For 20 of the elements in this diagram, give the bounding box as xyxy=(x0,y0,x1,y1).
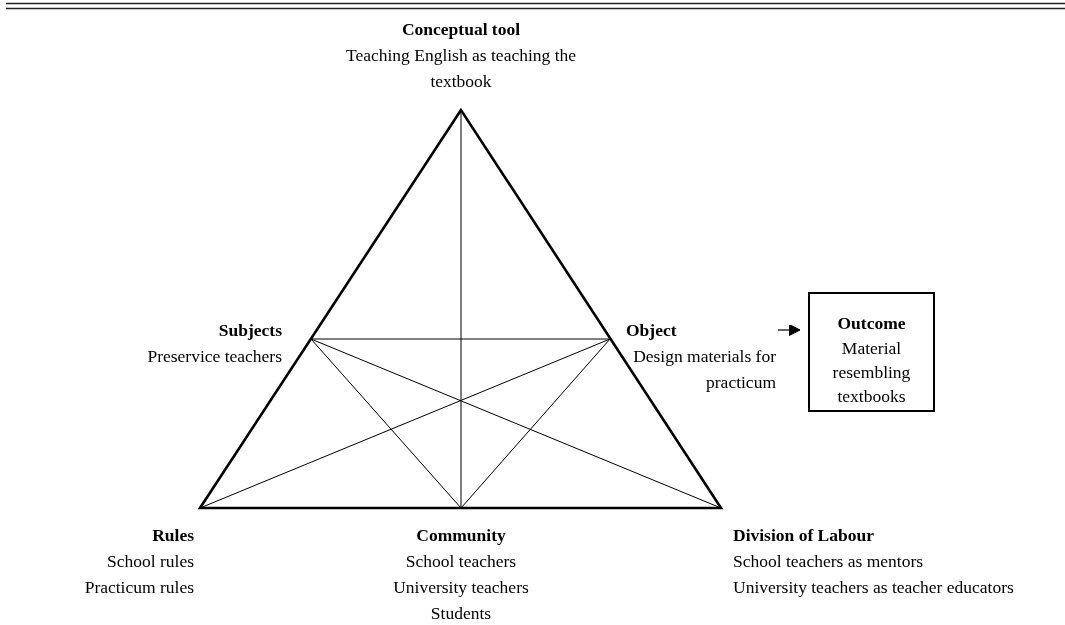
node-text: University teachers xyxy=(392,576,530,599)
node-heading: Rules xyxy=(151,524,194,547)
node-heading: Division of Labour xyxy=(733,524,875,547)
outcome-box xyxy=(808,292,935,412)
node-text: Practicum rules xyxy=(83,576,194,599)
node-heading: Community xyxy=(415,524,507,547)
node-heading: Conceptual tool xyxy=(400,18,522,41)
node-text: Teaching English as teaching the textbook xyxy=(344,44,578,93)
node-text: Design materials for practicum xyxy=(632,345,776,394)
node-text: School teachers xyxy=(404,550,518,573)
node-text: Preservice teachers xyxy=(146,345,282,368)
node-text: Students xyxy=(429,602,493,625)
node-text: Material resembling textbooks xyxy=(831,337,912,408)
node-heading: Object xyxy=(626,319,678,342)
arrow xyxy=(777,323,801,337)
node-text: University teachers as teacher educators xyxy=(733,576,1015,599)
node-text: School rules xyxy=(106,550,194,573)
node-heading: Outcome xyxy=(836,312,907,335)
node-text: School teachers as mentors xyxy=(733,550,924,573)
node-heading: Subjects xyxy=(217,319,282,342)
